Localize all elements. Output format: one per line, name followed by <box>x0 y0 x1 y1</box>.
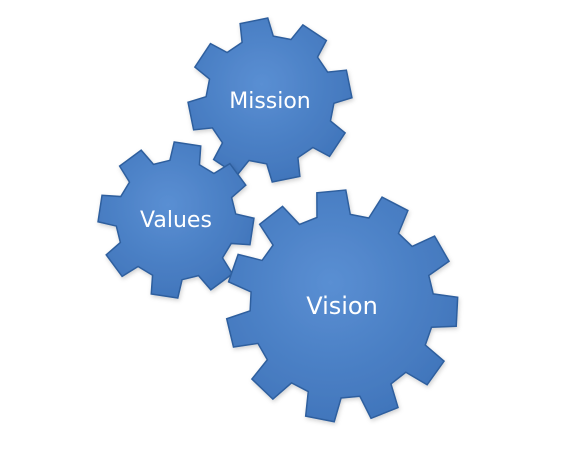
mission-gear-shape <box>187 17 353 183</box>
values-label: Values <box>140 208 212 233</box>
mission-gear <box>187 17 353 183</box>
vision-gear-shape <box>225 189 459 423</box>
values-gear-shape <box>97 141 255 299</box>
mission-label: Mission <box>229 89 311 114</box>
vision-gear <box>225 189 459 423</box>
vision-label: Vision <box>306 292 378 320</box>
values-gear <box>97 141 255 299</box>
